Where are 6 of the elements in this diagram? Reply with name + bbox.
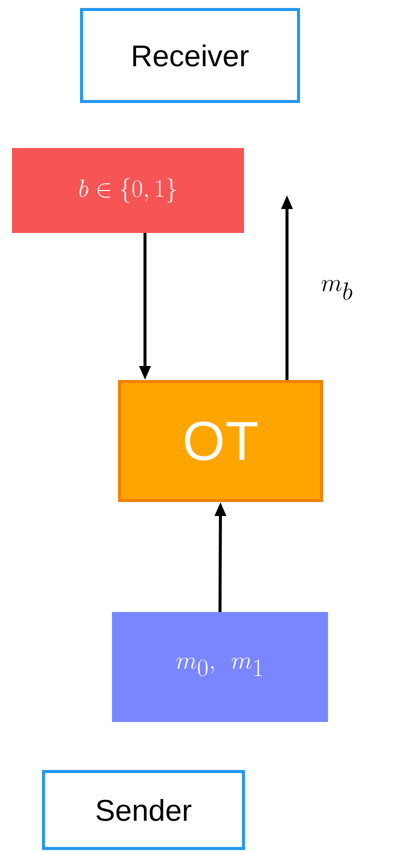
role-box: Receiver: [80, 8, 300, 103]
input-box: $b \in \{0,1\}$: [12, 148, 244, 233]
process-box: OT: [118, 380, 323, 502]
input-box: $m_0,\ m_1$: [112, 612, 328, 722]
role-box: Sender: [42, 770, 245, 850]
edge-label: $m_b$: [320, 279, 354, 301]
